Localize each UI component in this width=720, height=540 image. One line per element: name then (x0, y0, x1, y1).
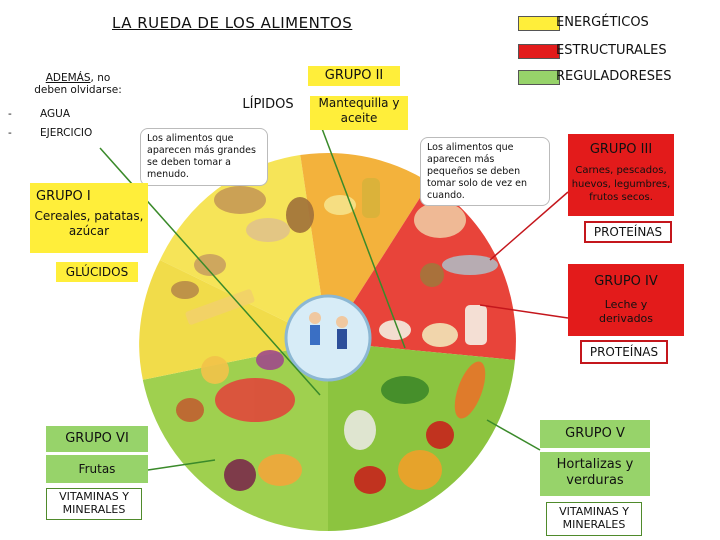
group-4-card: GRUPO IV Leche y derivados (568, 264, 684, 336)
reminder-bullet-1: - (8, 108, 12, 120)
group-2-foods: Mantequilla y aceite (310, 96, 408, 130)
group-5-nutrient: VITAMINAS Y MINERALES (546, 502, 642, 536)
connector-group-4 (479, 304, 569, 319)
group-6-foods: Frutas (46, 455, 148, 483)
group-4-foods: Leche y derivados (598, 298, 654, 325)
reminder-bullet-2: - (8, 127, 12, 139)
child-body-1 (310, 325, 320, 345)
connector-group-3 (489, 191, 569, 261)
group-2-name: GRUPO II (308, 66, 400, 86)
group-4-name: GRUPO IV (594, 274, 658, 289)
group-4-nutrient: PROTEÍNAS (580, 340, 668, 364)
page-title: LA RUEDA DE LOS ALIMENTOS (112, 14, 353, 32)
connector-group-5 (486, 419, 541, 451)
legend-label-reguladores: REGULADORESES (556, 69, 672, 84)
reminder-intro-underlined: ADEMÁS (45, 72, 91, 84)
group-2-nutrient: LÍPIDOS (242, 97, 294, 112)
group-1-name: GRUPO I (36, 189, 91, 204)
legend-swatch-reguladores (518, 70, 560, 85)
child-figure-2 (336, 316, 348, 328)
food-illustrations (171, 178, 498, 494)
group-1-nutrient: GLÚCIDOS (56, 262, 138, 282)
group-1-foods: Cereales, patatas, azúcar (34, 209, 144, 239)
group-6-name: GRUPO VI (46, 426, 148, 452)
legend-label-energeticos: ENERGÉTICOS (556, 15, 649, 30)
group-3-nutrient: PROTEÍNAS (584, 221, 672, 243)
group-5-name: GRUPO V (540, 420, 650, 448)
reminder-item-ejercicio: EJERCICIO (40, 127, 93, 139)
group-1-card: GRUPO I Cereales, patatas, azúcar (30, 183, 148, 253)
group-3-card: GRUPO III Carnes, pescados, huevos, legu… (568, 134, 674, 216)
group-3-foods: Carnes, pescados, huevos, legumbres, fru… (571, 165, 671, 204)
group-6-nutrient: VITAMINAS Y MINERALES (46, 488, 142, 520)
reminder-item-agua: AGUA (40, 108, 71, 120)
reminder-intro-rest: , no deben olvidarse: (34, 72, 122, 96)
child-figure-1 (309, 312, 321, 324)
legend-swatch-energeticos (518, 16, 560, 31)
legend-label-estructurales: ESTRUCTURALES (556, 43, 667, 58)
group-3-name: GRUPO III (589, 142, 653, 157)
connector-group-6 (147, 459, 216, 471)
reminder-intro: ADEMÁS, no deben olvidarse: (28, 72, 128, 96)
connector-group-2 (317, 117, 406, 349)
wheel-sector-group-1 (160, 153, 328, 342)
legend-swatch-estructurales (518, 44, 560, 59)
wheel-center (284, 294, 372, 382)
bubble-eat-sometimes: Los alimentos que aparecen más pequeños … (420, 137, 550, 207)
group-5-foods: Hortalizas y verduras (540, 452, 650, 496)
child-body-2 (337, 329, 347, 349)
legend: ENERGÉTICOS ESTRUCTURALES REGULADORESES (518, 12, 708, 92)
bubble-eat-often: Los alimentos que aparecen más grandes s… (140, 128, 268, 186)
